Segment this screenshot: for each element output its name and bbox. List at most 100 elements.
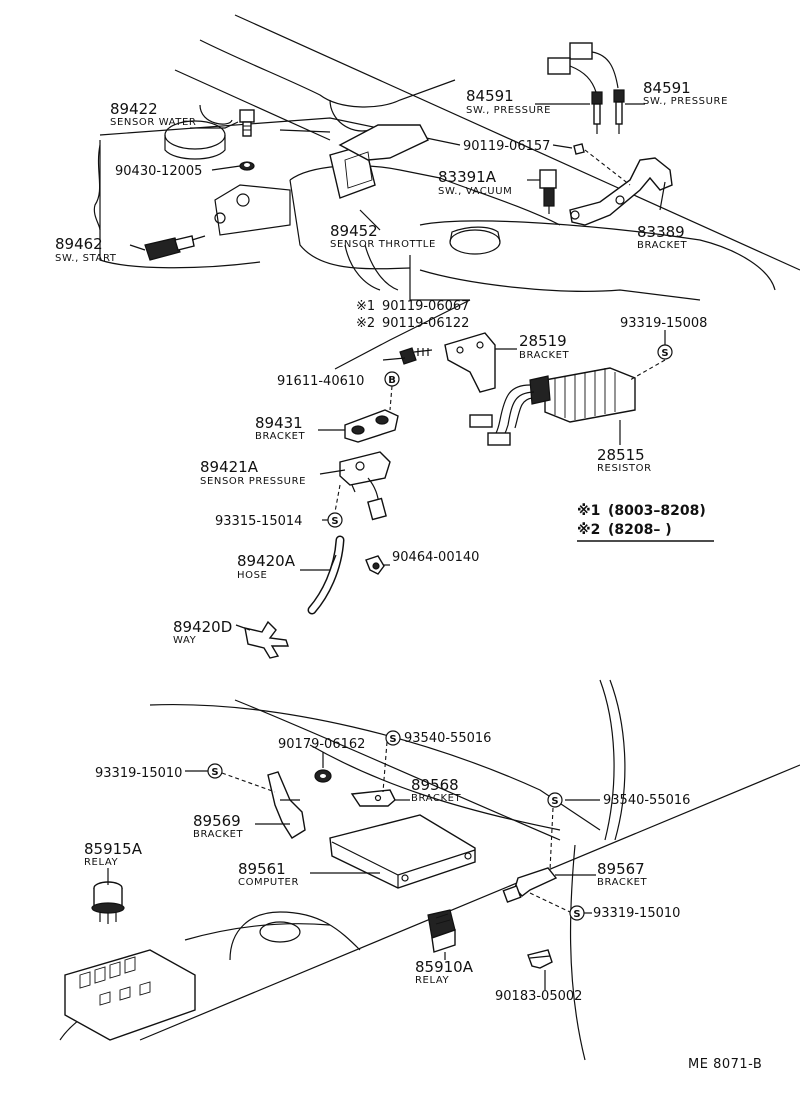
label-89420A-number: 89420A: [237, 552, 296, 570]
note-2-range: (8208– ): [608, 522, 672, 538]
label-89561-desc: COMPUTER: [238, 877, 299, 888]
s-symbol-3: [385, 730, 401, 746]
clip-90183-drawing: [527, 949, 553, 969]
label-89452-desc: SENSOR THROTTLE: [330, 239, 436, 250]
hose-drawing: [307, 535, 345, 615]
label-93319-15010a-number: 93319-15010: [95, 766, 182, 781]
note-1-marker: ※1: [577, 503, 600, 519]
s-symbol-1: [657, 344, 673, 360]
label-89420D-desc: WAY: [173, 635, 197, 646]
label-90179-number: 90179-06162: [278, 737, 365, 752]
label-85915A-desc: RELAY: [84, 857, 119, 868]
screw-drawing: [399, 347, 433, 365]
b-symbol: [384, 371, 400, 387]
svg-text:B: B: [388, 375, 396, 386]
label-89569-number: 89569: [193, 812, 241, 830]
computer-drawing: [329, 814, 476, 889]
vacuum-switch-drawing: [539, 143, 585, 214]
label-90119-06157-number: 90119-06157: [463, 139, 550, 154]
label-89421A-desc: SENSOR PRESSURE: [200, 476, 306, 487]
label-90119-06067-number: 90119-06067: [382, 299, 469, 314]
label-89431-number: 89431: [255, 414, 303, 432]
label-89422-desc: SENSOR WATER: [110, 117, 196, 128]
relay-85910A-drawing: [427, 909, 456, 953]
clip-drawing: [365, 555, 385, 575]
label-89567-number: 89567: [597, 860, 645, 878]
s-symbol-5: [547, 792, 563, 808]
label-90183-number: 90183-05002: [495, 989, 582, 1004]
label-89568-number: 89568: [411, 776, 459, 794]
label-89568-desc: BRACKET: [411, 793, 462, 804]
s-symbol-2: [327, 512, 343, 528]
label-93540b-number: 93540-55016: [603, 793, 690, 808]
engine-outline: [99, 14, 800, 301]
label-28515-desc: RESISTOR: [597, 463, 652, 474]
label-85915A-number: 85915A: [84, 840, 143, 858]
label-89431-desc: BRACKET: [255, 431, 306, 442]
label-28519-desc: BRACKET: [519, 350, 570, 361]
label-83389-desc: BRACKET: [637, 240, 688, 251]
label-28515-number: 28515: [597, 446, 645, 464]
svg-text:S: S: [551, 796, 558, 807]
s-symbol-6: [569, 905, 585, 921]
label-90464-number: 90464-00140: [392, 550, 479, 565]
label-83389-number: 83389: [637, 223, 685, 241]
label-83391A-desc: SW., VACUUM: [438, 186, 512, 197]
bracket-89569-drawing: [267, 771, 306, 839]
bracket-83389-drawing: [569, 157, 673, 226]
label-90430-number: 90430-12005: [115, 164, 202, 179]
label-89420D-number: 89420D: [173, 618, 232, 636]
label-89569-desc: BRACKET: [193, 829, 244, 840]
label-84591b-desc: SW., PRESSURE: [643, 96, 728, 107]
label-84591a-number: 84591: [466, 87, 514, 105]
drawing-code: ME 8071-B: [688, 1057, 762, 1072]
label-89462-desc: SW., START: [55, 253, 117, 264]
label-93319-15008-number: 93319-15008: [620, 316, 707, 331]
label-89420A-desc: HOSE: [237, 570, 267, 581]
label-89462-number: 89462: [55, 235, 103, 253]
label-85910A-desc: RELAY: [415, 975, 450, 986]
label-90119-06067-marker: ※1: [356, 299, 375, 314]
relay-85915A-drawing: [91, 881, 125, 924]
svg-text:S: S: [661, 348, 668, 359]
pressure-switches-drawing: [547, 42, 625, 134]
part-labels: 89422 SENSOR WATER 90430-12005 89462 SW.…: [55, 79, 728, 1004]
bracket-89568-drawing: [350, 789, 396, 807]
label-93540a-number: 93540-55016: [404, 731, 491, 746]
s-symbol-4: [207, 763, 223, 779]
svg-text:S: S: [211, 767, 218, 778]
throttle-sensor-drawing: [329, 124, 429, 199]
label-89452-number: 89452: [330, 222, 378, 240]
label-28519-number: 28519: [519, 332, 567, 350]
label-85910A-number: 85910A: [415, 958, 474, 976]
resistor-drawing: [469, 367, 636, 446]
label-93315-number: 93315-15014: [215, 514, 302, 529]
fuse-block-drawing: [64, 949, 196, 1041]
label-89421A-number: 89421A: [200, 458, 259, 476]
bracket-28519-drawing: [444, 332, 496, 393]
note-1-range: (8003–8208): [608, 503, 706, 519]
bracket-89431-drawing: [344, 409, 399, 443]
label-91611-number: 91611-40610: [277, 374, 364, 389]
label-84591a-desc: SW., PRESSURE: [466, 105, 551, 116]
pressure-sensor-drawing: [339, 451, 391, 521]
label-90119-06122-number: 90119-06122: [382, 316, 469, 331]
svg-text:S: S: [389, 734, 396, 745]
hood-body-outline: [59, 679, 800, 1061]
label-89422-number: 89422: [110, 100, 158, 118]
leader-lines: [93, 103, 666, 990]
note-2-marker: ※2: [577, 522, 600, 538]
symbol-circles: S B S S S S S: [207, 344, 673, 921]
label-84591b-number: 84591: [643, 79, 691, 97]
label-89561-number: 89561: [238, 860, 286, 878]
water-sensor-drawing: [239, 109, 255, 171]
start-switch-drawing: [144, 235, 206, 261]
bracket-89567-drawing: [502, 867, 558, 903]
svg-text:S: S: [331, 516, 338, 527]
way-drawing: [244, 620, 289, 659]
applicability-notes: ※1 (8003–8208) ※2 (8208– ): [577, 503, 714, 542]
label-90119-06122-marker: ※2: [356, 316, 375, 331]
grommet-drawing: [314, 769, 332, 783]
label-83391A-number: 83391A: [438, 168, 497, 186]
